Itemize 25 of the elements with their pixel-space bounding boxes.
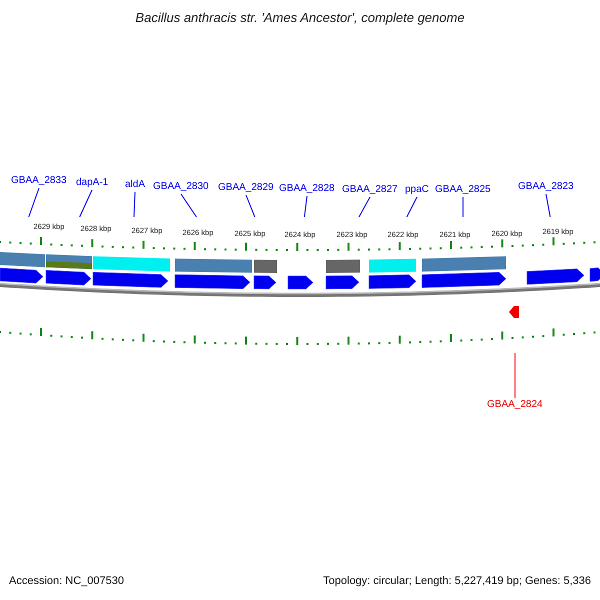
leader-line [462,196,464,218]
leader-line [79,190,92,218]
gene-label: GBAA_2823 [518,181,574,193]
leader-line [358,196,370,218]
gene-label: GBAA_2824 [487,399,543,411]
gene-label: GBAA_2829 [218,182,274,194]
accession-text: Accession: NC_007530 [9,575,124,587]
leader-line [28,188,40,218]
genome-info-text: Topology: circular; Length: 5,227,419 bp; Genes: 5,336 [323,575,591,587]
gene-label: GBAA_2830 [153,181,209,193]
leader-line [546,194,551,218]
leader-line [133,192,136,218]
gene-label: dapA-1 [76,177,108,189]
gene-label: GBAA_2833 [11,175,67,187]
title: Bacillus anthracis str. 'Ames Ancestor', complete genome [134,10,466,25]
gene-label: ppaC [405,184,429,196]
gene-label: GBAA_2825 [435,184,491,196]
gene-label: aldA [125,179,146,191]
leader-line [406,196,418,218]
leader-line [180,194,197,218]
gene-label: GBAA_2828 [279,183,335,195]
leader-line [514,352,516,398]
leader-line [304,196,308,218]
gene-label: GBAA_2827 [342,184,398,196]
leader-line [246,194,256,218]
